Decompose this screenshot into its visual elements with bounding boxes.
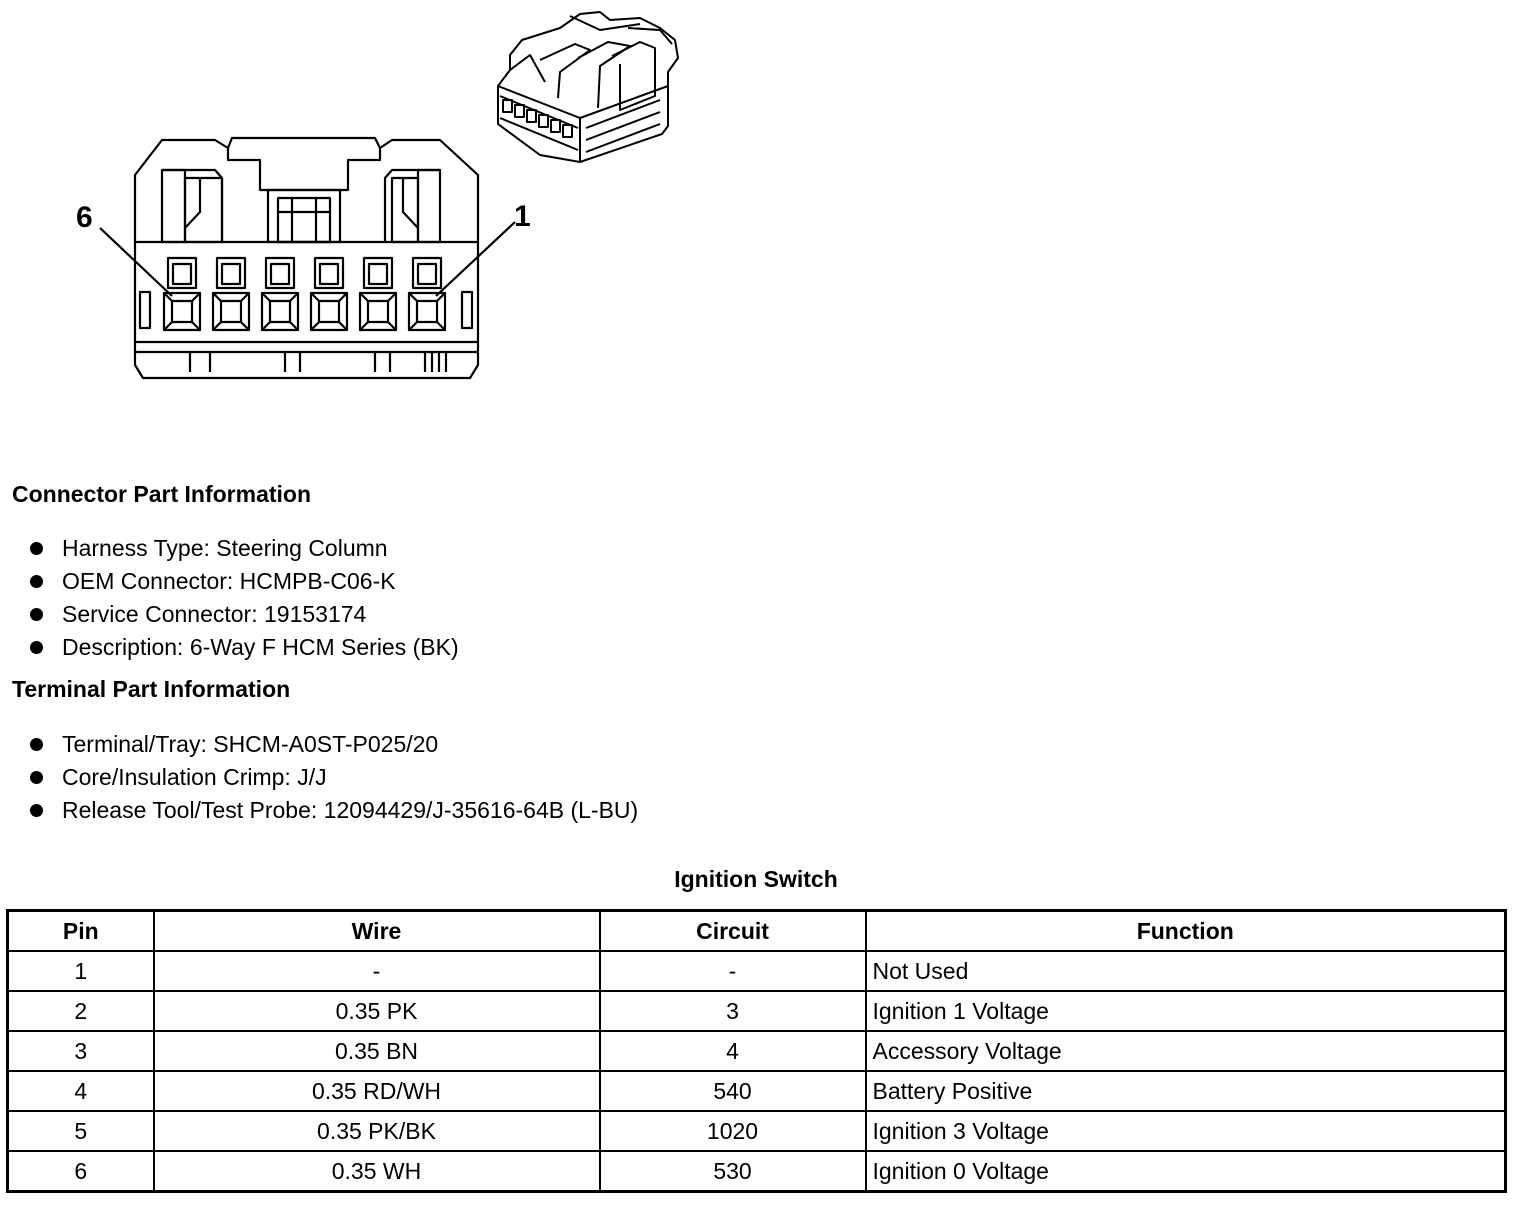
table-cell: 0.35 RD/WH [152,1070,601,1112]
terminal-cavity [358,256,398,332]
column-header: Wire [152,909,601,952]
bullet-icon [30,575,43,588]
list-item-text: OEM Connector: HCMPB-C06-K [62,568,396,594]
right-latch [383,168,442,244]
terminal-cavity [162,256,202,332]
left-latch [160,168,224,244]
table-cell: 3 [598,990,867,1032]
pin-6-label: 6 [76,201,93,234]
table-cell: 1020 [598,1110,867,1152]
table-cell: 1 [6,950,155,992]
bullet-icon [30,804,43,817]
pin-6-leader-line [99,227,173,297]
table-cell: 0.35 BN [152,1030,601,1072]
table-cell: Not Used [864,950,1507,992]
list-item-text: Harness Type: Steering Column [62,535,388,561]
list-item: Description: 6-Way F HCM Series (BK) [30,631,459,664]
terminal-cavity [260,256,300,332]
list-item: Release Tool/Test Probe: 12094429/J-3561… [30,794,638,827]
table-cell: 3 [6,1030,155,1072]
list-item: OEM Connector: HCMPB-C06-K [30,565,459,598]
terminal-cavity [309,256,349,332]
table-cell: Accessory Voltage [864,1030,1507,1072]
connector-face-diagram: 6 1 [76,11,679,380]
table-cell: 4 [598,1030,867,1072]
table-cell: - [152,950,601,992]
table-row: 1--Not Used [6,950,1507,992]
list-item-text: Terminal/Tray: SHCM-A0ST-P025/20 [62,731,439,757]
list-item: Harness Type: Steering Column [30,532,459,565]
bullet-icon [30,771,43,784]
bottom-tabs [188,352,448,372]
pin-1-leader-line [435,221,516,297]
list-item: Terminal/Tray: SHCM-A0ST-P025/20 [30,728,638,761]
table-cell: 0.35 WH [152,1150,601,1193]
table-cell: 2 [6,990,155,1032]
table-cell: 0.35 PK/BK [152,1110,601,1152]
bullet-icon [30,542,43,555]
table-cell: 540 [598,1070,867,1112]
list-item-text: Service Connector: 19153174 [62,601,367,627]
table-cell: 6 [6,1150,155,1193]
table-cell: - [598,950,867,992]
list-item: Service Connector: 19153174 [30,598,459,631]
terminal-info-heading: Terminal Part Information [12,676,291,702]
table-cell: Ignition 1 Voltage [864,990,1507,1032]
table-cell: 530 [598,1150,867,1193]
bullet-icon [30,608,43,621]
connector-info-heading: Connector Part Information [12,481,312,507]
terminal-cavity [407,256,447,332]
list-item-text: Release Tool/Test Probe: 12094429/J-3561… [62,797,639,823]
column-header: Circuit [598,909,867,952]
list-item: Core/Insulation Crimp: J/J [30,761,638,794]
table-cell: Ignition 3 Voltage [864,1110,1507,1152]
terminal-cavity [211,256,251,332]
bullet-icon [30,738,43,751]
column-header: Function [864,909,1507,952]
list-item-text: Description: 6-Way F HCM Series (BK) [62,634,459,660]
column-header: Pin [6,909,155,952]
pin-1-label: 1 [514,200,531,233]
table-cell: Battery Positive [864,1070,1507,1112]
table-title: Ignition Switch [674,866,838,892]
table-cell: 0.35 PK [152,990,601,1032]
table-cell: 5 [6,1110,155,1152]
table-cell: Ignition 0 Voltage [864,1150,1507,1193]
connector-isometric-view [497,11,679,163]
list-item-text: Core/Insulation Crimp: J/J [62,764,327,790]
connector-housing-outline [133,136,480,380]
centre-lock [226,148,382,244]
terminal-cavities [162,256,447,332]
table-cell: 4 [6,1070,155,1112]
bullet-icon [30,641,43,654]
